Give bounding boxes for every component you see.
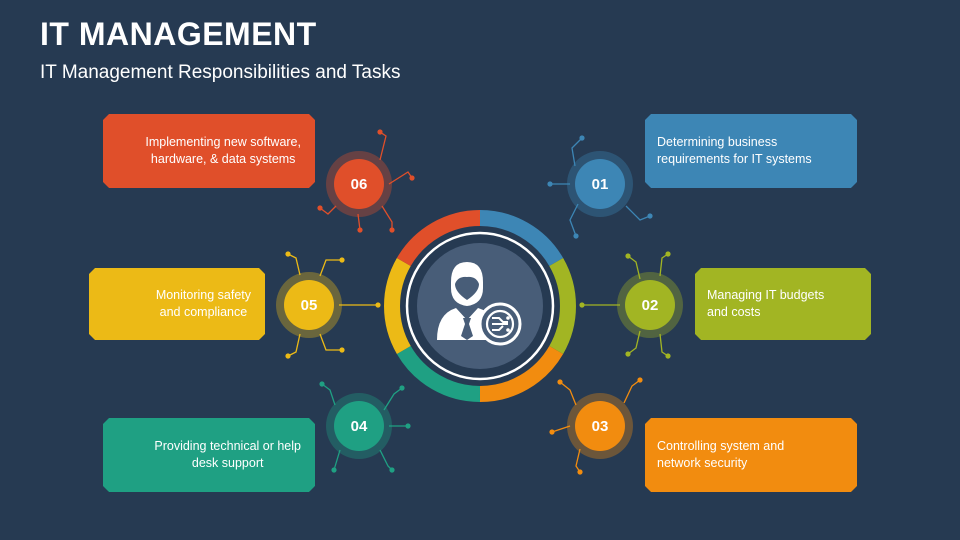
circuit-dot-02-3 (625, 351, 631, 357)
circuit-dot-04-2 (399, 385, 405, 391)
circuit-line-04-5 (333, 449, 341, 471)
item-box-01: Determining business requirements for IT … (645, 114, 857, 188)
circuit-line-05-1 (287, 253, 301, 276)
circuit-line-03-3 (575, 448, 581, 473)
circuit-dot-05-5 (285, 353, 291, 359)
circuit-line-03-1 (559, 381, 577, 406)
item-box-02: Managing IT budgets and costs (695, 268, 871, 340)
ring-segment-olive (549, 258, 576, 354)
item-text-04-line-1: Providing technical or help (154, 439, 301, 453)
circuit-line-01-4 (625, 205, 651, 221)
ring-segment-red (396, 210, 481, 267)
circuit-line-02-1 (627, 255, 641, 280)
circuit-dot-05-3 (375, 302, 381, 308)
circuit-dot-01-2 (547, 181, 553, 187)
circuit-dot-06-4 (317, 205, 323, 211)
circuit-dot-05-1 (285, 251, 291, 257)
circuit-line-02-5 (659, 333, 669, 357)
circuit-line-06-1 (379, 131, 387, 161)
item-box-06: Implementing new software, hardware, & da… (103, 114, 315, 188)
page-subtitle: IT Management Responsibilities and Tasks (40, 62, 401, 83)
item-text-01-line-1: Determining business (657, 135, 778, 149)
item-text-06-line-1: Implementing new software, (145, 135, 301, 149)
circuit-line-06-5 (357, 213, 361, 231)
item-text-04-line-2: desk support (191, 456, 264, 470)
item-box-03: Controlling system and network security (645, 418, 857, 492)
ring-segment-orange (479, 345, 564, 402)
circuit-line-01-3 (569, 203, 579, 237)
number-badge-03: 03 (575, 401, 625, 451)
item-text-03-line-1: Controlling system and (657, 439, 785, 453)
center-ring (384, 210, 576, 402)
item-box-05: Monitoring safety and compliance (89, 268, 265, 340)
ring-segment-blue (479, 210, 564, 267)
circuit-line-05-2 (319, 259, 342, 277)
item-text-05-line-2: and compliance (159, 305, 248, 319)
circuit-dot-06-5 (357, 227, 363, 233)
circuit-dot-02-1 (625, 253, 631, 259)
number-badge-01: 01 (575, 159, 625, 209)
circuit-line-02-3 (627, 330, 641, 355)
circuit-dot-02-2 (579, 302, 585, 308)
circuit-dot-01-4 (647, 213, 653, 219)
item-text-05-line-1: Monitoring safety (155, 288, 251, 302)
circuit-dot-04-1 (319, 381, 325, 387)
circuit-dot-04-5 (331, 467, 337, 473)
item-text-01-line-2: requirements for IT systems (657, 152, 812, 166)
number-badge-02: 02 (625, 280, 675, 330)
circuit-line-01-1 (571, 137, 583, 167)
circuit-line-03-2 (551, 425, 571, 433)
item-box-04: Providing technical or help desk support (103, 418, 315, 492)
circuit-dot-06-3 (409, 175, 415, 181)
circuit-line-05-5 (287, 333, 301, 357)
it-manager-person-icon (437, 262, 522, 346)
circuit-line-04-2 (383, 387, 403, 411)
circuit-line-06-4 (319, 205, 337, 215)
number-badge-04: 04 (334, 401, 384, 451)
circuit-dot-01-3 (573, 233, 579, 239)
circuit-dot-06-2 (389, 227, 395, 233)
circuit-connectors (285, 129, 671, 475)
circuit-line-04-4 (379, 449, 393, 471)
circuit-line-04-1 (321, 383, 336, 406)
circuit-line-05-4 (319, 333, 342, 351)
circuit-dot-03-1 (557, 379, 563, 385)
circuit-dot-04-4 (389, 467, 395, 473)
circuit-dot-03-3 (577, 469, 583, 475)
number-badge-05: 05 (284, 280, 334, 330)
number-badge-06: 06 (334, 159, 384, 209)
page-title: IT MANAGEMENT (40, 16, 317, 52)
circuit-dot-03-2 (549, 429, 555, 435)
item-text-03-line-2: network security (657, 456, 748, 470)
circuit-dot-06-1 (377, 129, 383, 135)
circuit-line-06-2 (381, 205, 393, 230)
hub-circle (417, 243, 543, 369)
circuit-dot-05-4 (339, 347, 345, 353)
circuit-dot-04-3 (405, 423, 411, 429)
circuit-line-03-4 (623, 379, 641, 404)
item-text-02-line-1: Managing IT budgets (707, 288, 825, 302)
circuit-line-06-3 (388, 171, 413, 185)
inner-ring (405, 231, 555, 381)
circuit-dot-05-2 (339, 257, 345, 263)
circuit-dot-03-4 (637, 377, 643, 383)
ring-segment-yellow (384, 258, 411, 354)
circuit-dot-02-4 (665, 251, 671, 257)
item-text-06-line-2: hardware, & data systems (150, 152, 296, 166)
circuit-dot-02-5 (665, 353, 671, 359)
item-text-02-line-2: and costs (707, 305, 761, 319)
ring-segment-teal (396, 345, 481, 402)
circuit-dot-01-1 (579, 135, 585, 141)
circuit-line-02-4 (659, 253, 669, 277)
